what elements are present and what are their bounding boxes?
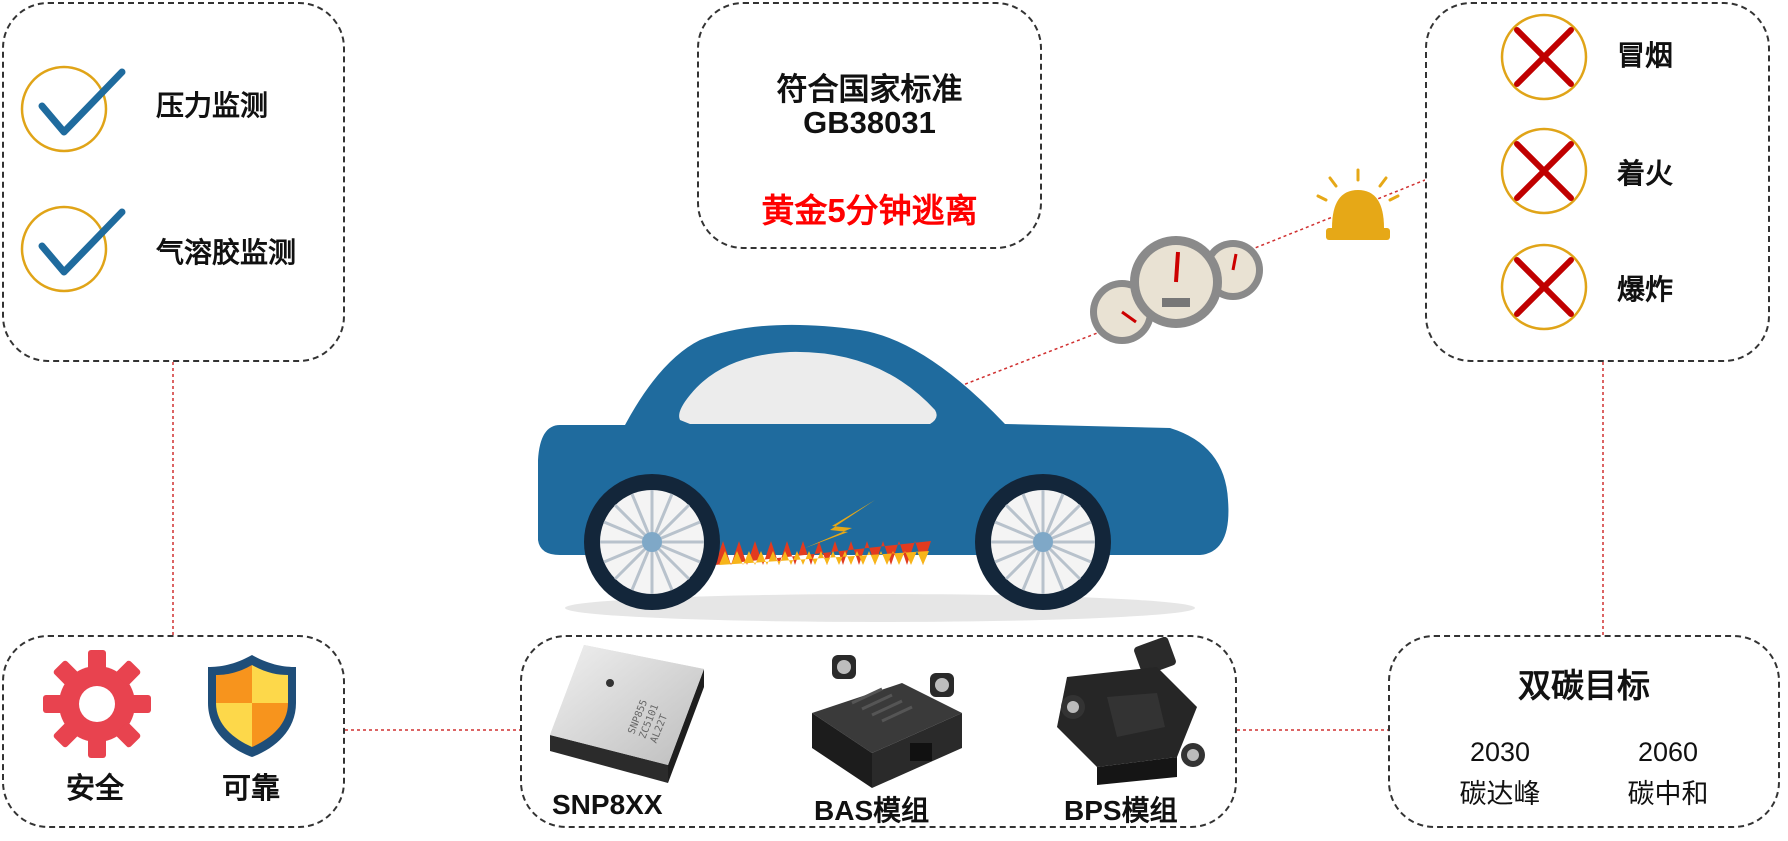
- benefit-label: 可靠: [222, 773, 281, 805]
- product-label: BPS模组: [1064, 795, 1178, 826]
- monitoring-label: 气溶胶监测: [156, 237, 297, 268]
- benefits-panel: 安全 可靠: [2, 635, 345, 828]
- bas-module-image: [792, 643, 972, 798]
- goal-year: 2060: [1637, 737, 1699, 767]
- benefit-label: 安全: [66, 773, 125, 805]
- cross-icon: [1499, 242, 1589, 337]
- goal-label: 碳中和: [1627, 779, 1709, 809]
- carbon-goals-panel: 双碳目标 2030 碳达峰 2060 碳中和: [1388, 635, 1780, 828]
- carbon-title: 双碳目标: [1518, 667, 1650, 704]
- goal-year: 2030: [1469, 737, 1531, 767]
- shield-icon: [204, 651, 300, 766]
- hazards-panel: 冒烟 着火 爆炸: [1425, 2, 1770, 362]
- bps-module-image: [1037, 636, 1217, 792]
- hazard-label: 着火: [1617, 158, 1674, 189]
- hazard-label: 爆炸: [1617, 274, 1674, 305]
- product-label: BAS模组: [814, 795, 930, 826]
- products-panel: SNP855 ZC5101 AL22T SNP8XX BAS模组: [520, 635, 1237, 828]
- gear-icon: [42, 649, 152, 764]
- monitoring-label: 压力监测: [156, 90, 269, 121]
- snp-chip-image: SNP855 ZC5101 AL22T: [544, 637, 714, 792]
- cross-icon: [1499, 126, 1589, 221]
- standard-code: GB38031: [803, 105, 936, 140]
- goal-label: 碳达峰: [1459, 779, 1541, 809]
- monitoring-panel: 压力监测 气溶胶监测: [2, 2, 345, 362]
- product-label: SNP8XX: [552, 789, 663, 820]
- hazard-label: 冒烟: [1617, 40, 1674, 71]
- cross-icon: [1499, 12, 1589, 107]
- check-icon: [18, 54, 128, 169]
- standard-panel: 符合国家标准 GB38031 黄金5分钟逃离: [697, 2, 1042, 249]
- check-icon: [18, 194, 128, 309]
- escape-highlight: 黄金5分钟逃离: [761, 192, 978, 229]
- standard-line1: 符合国家标准: [776, 72, 963, 107]
